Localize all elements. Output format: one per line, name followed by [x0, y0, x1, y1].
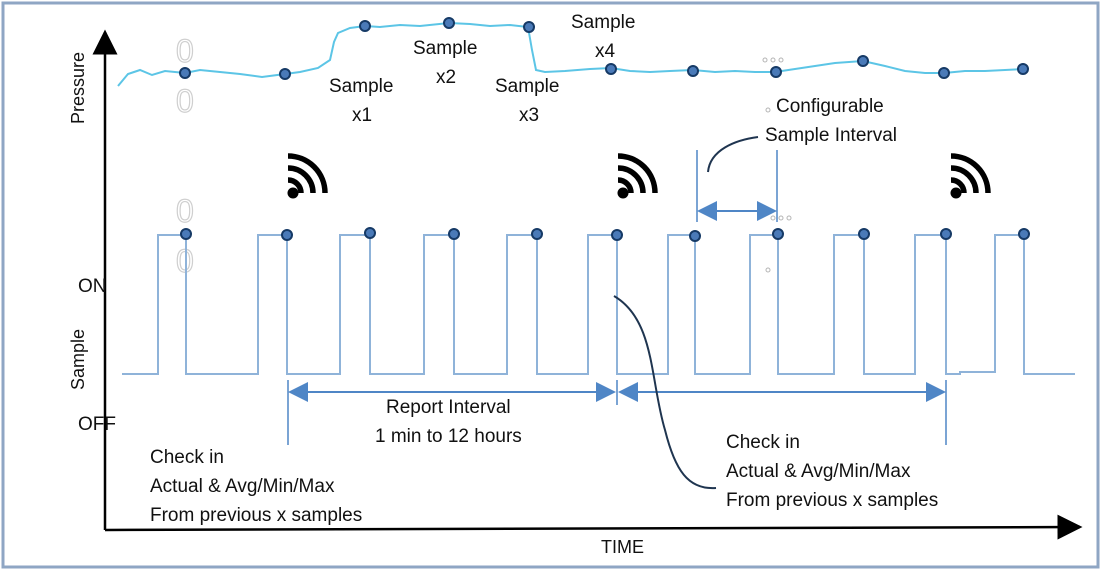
y-axis-label-sample: Sample	[68, 329, 88, 390]
pulse-sample-dot	[1018, 228, 1030, 240]
sample-pulse-train	[122, 234, 1075, 375]
faint-dot	[778, 57, 784, 63]
wifi-icon	[287, 153, 328, 199]
faint-dot	[770, 215, 776, 221]
on-label: ON	[78, 276, 107, 297]
pressure-sample-dot	[443, 17, 455, 29]
pressure-sample-dot	[523, 21, 535, 33]
sample-label-line2: x2	[436, 67, 456, 88]
off-label: OFF	[78, 414, 116, 435]
sample-label-line2: x4	[595, 41, 616, 62]
pulse-sample-dot	[180, 228, 192, 240]
pressure-sample-dot	[279, 68, 291, 80]
pulse-sample-dot	[281, 229, 293, 241]
ghost-glyph: 0	[176, 33, 194, 69]
ghost-glyph: 0	[176, 83, 194, 119]
report-interval-label-line1: Report Interval	[386, 397, 511, 418]
x-axis	[104, 514, 1083, 540]
sample-label-line2: x1	[352, 105, 372, 126]
pulse-sample-dot	[448, 228, 460, 240]
pressure-sample-dot	[938, 67, 950, 79]
pressure-sample-dot	[687, 65, 699, 77]
configurable-label-line1: Configurable	[776, 96, 884, 117]
configurable-leader-line	[707, 136, 759, 173]
faint-dot	[786, 215, 792, 221]
faint-dot	[770, 57, 776, 63]
faint-dot	[765, 267, 771, 273]
checkin-right-line3: From previous x samples	[726, 490, 938, 511]
faint-dot	[765, 107, 771, 113]
checkin-leader-line	[613, 295, 717, 490]
x-axis-label: TIME	[601, 537, 644, 557]
sample-label-line2: x3	[519, 105, 539, 126]
pressure-sample-dot	[1017, 63, 1029, 75]
sample-label-line1: Sample	[329, 76, 393, 97]
configurable-label-line2: Sample Interval	[765, 125, 897, 146]
pulse-sample-dot	[364, 227, 376, 239]
faint-dot	[762, 57, 768, 63]
sample-label-line1: Sample	[413, 38, 477, 59]
pressure-sample-dot	[179, 67, 191, 79]
pressure-sample-dot	[605, 63, 617, 75]
pulse-sample-dot	[689, 230, 701, 242]
pulse-sample-dot	[611, 229, 623, 241]
pulse-sample-dot	[940, 228, 952, 240]
checkin-right-line1: Check in	[726, 432, 800, 453]
checkin-left-line1: Check in	[150, 447, 224, 468]
checkin-left-line3: From previous x samples	[150, 505, 362, 526]
pressure-trace	[117, 21, 1024, 87]
checkin-left-line2: Actual & Avg/Min/Max	[150, 476, 335, 497]
wifi-icon	[950, 153, 991, 199]
sample-label-line1: Sample	[495, 76, 559, 97]
pulse-sample-dot	[531, 228, 543, 240]
pulse-sample-dot	[772, 228, 784, 240]
ghost-glyph: 0	[176, 193, 194, 229]
pulse-sample-dot	[858, 228, 870, 240]
pressure-sample-dots	[179, 17, 1029, 80]
report-interval-label-line2: 1 min to 12 hours	[375, 426, 522, 447]
checkin-right-line2: Actual & Avg/Min/Max	[726, 461, 911, 482]
ghost-glyph: 0	[176, 243, 194, 279]
faint-dot	[778, 215, 784, 221]
pressure-sample-dot	[359, 20, 371, 32]
pulse-sample-dots	[180, 227, 1030, 242]
y-axis-label-pressure: Pressure	[68, 52, 88, 124]
pressure-sample-dot	[857, 55, 869, 67]
wifi-icon	[617, 153, 658, 199]
sample-label-line1: Sample	[571, 12, 635, 33]
pressure-sample-dot	[770, 66, 782, 78]
